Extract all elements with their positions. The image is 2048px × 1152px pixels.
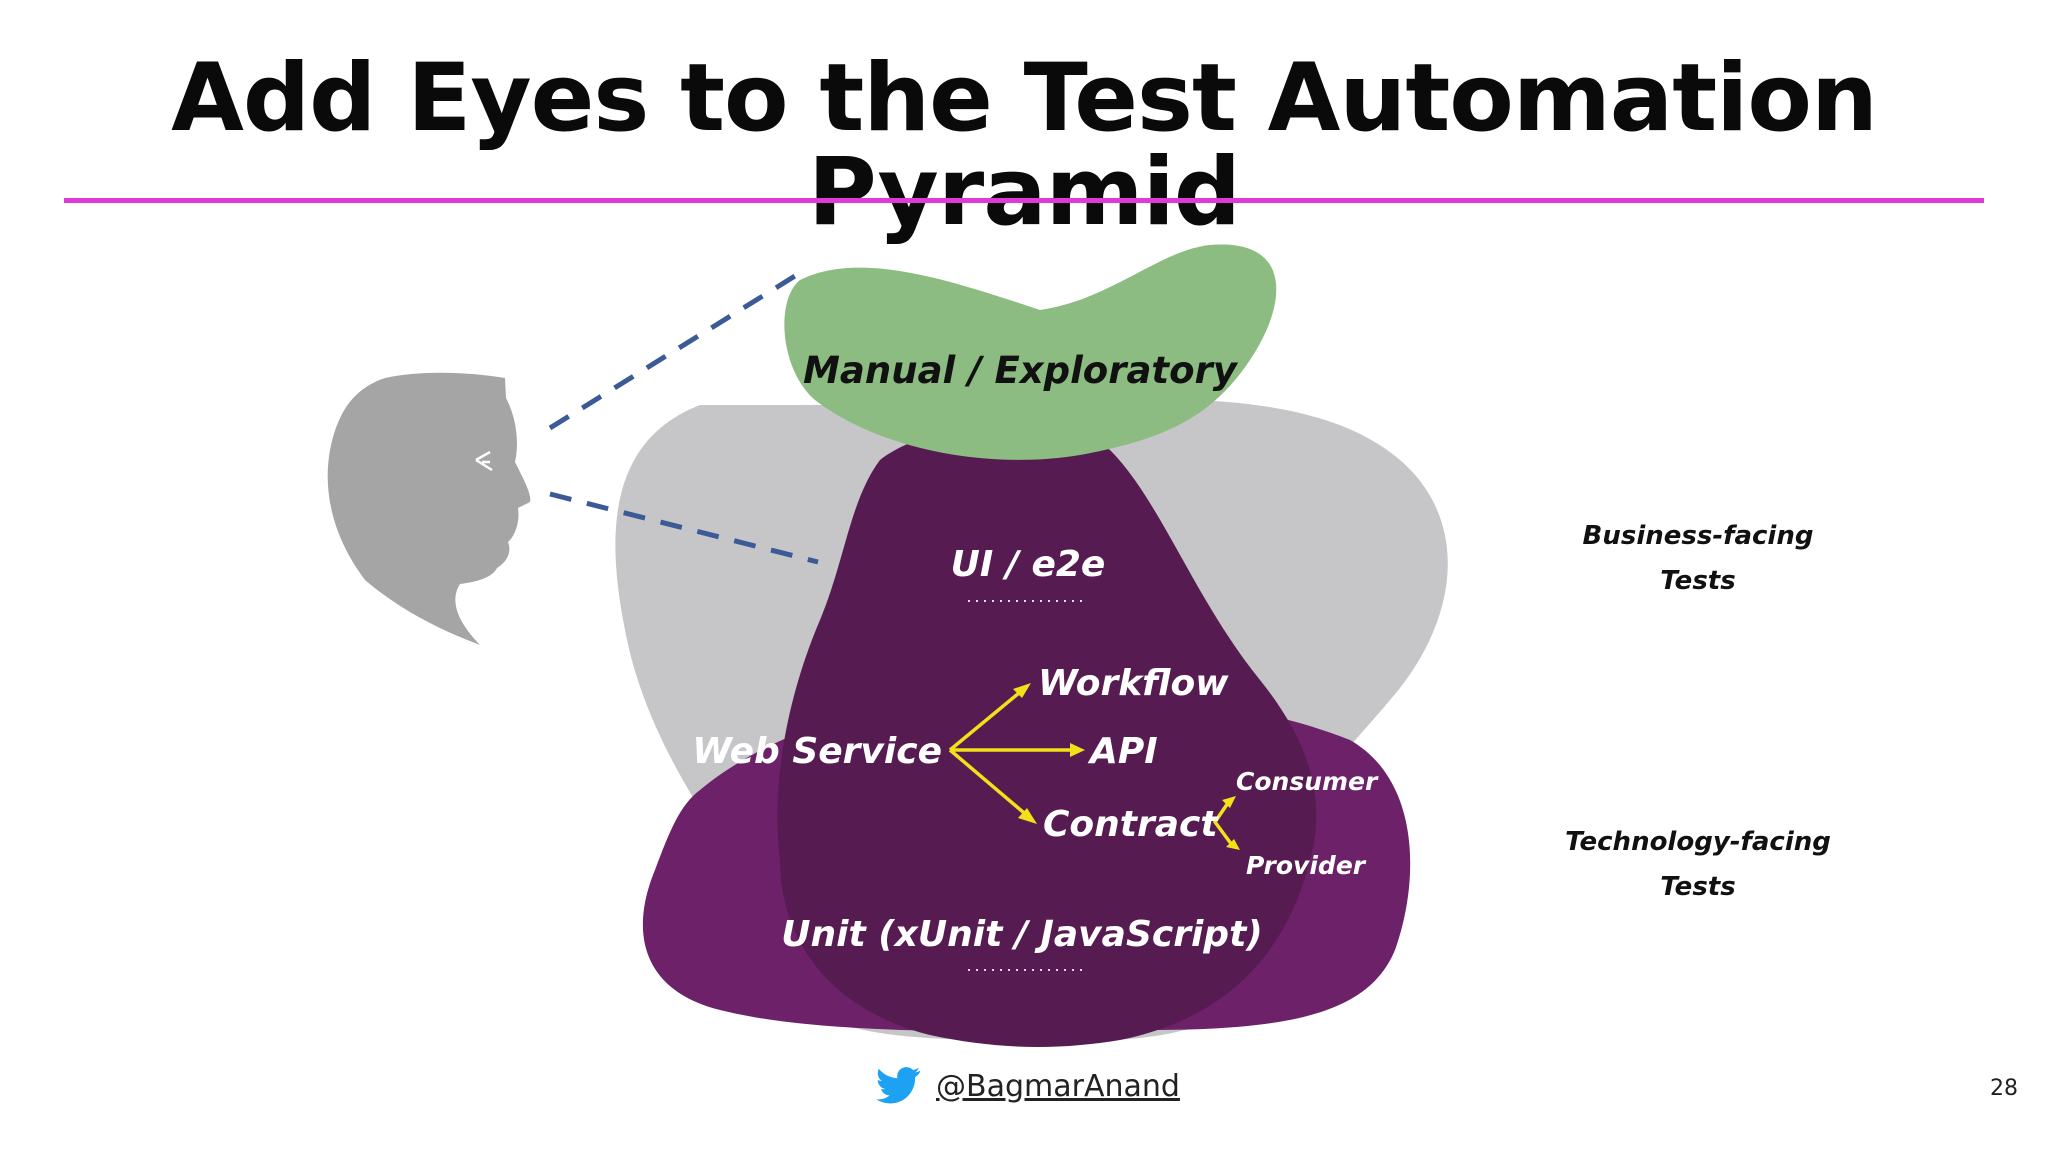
twitter-bird-icon (876, 1067, 921, 1104)
sight-line-lower (549, 491, 819, 565)
contract-label: Contract (1043, 804, 1219, 845)
technology-facing-label: Technology-facing (1565, 827, 1831, 857)
ui-e2e-label: UI / e2e (951, 544, 1106, 585)
slide-number: 28 (1990, 1076, 2018, 1101)
web-service-label: Web Service (692, 731, 942, 772)
twitter-handle-link[interactable]: @BagmarAnand (936, 1068, 1180, 1104)
twitter-handle: @BagmarAnand (876, 1064, 1180, 1108)
api-label: API (1087, 731, 1158, 772)
manual-exploratory-cloud (784, 244, 1277, 460)
head-silhouette-icon (327, 372, 531, 645)
sight-line-upper (548, 273, 797, 431)
technology-facing-tests-label: Tests (1660, 872, 1735, 902)
eye-icon (475, 450, 493, 472)
business-facing-label: Business-facing (1583, 521, 1814, 551)
provider-label: Provider (1246, 851, 1367, 880)
web-service-arrows (948, 686, 1234, 847)
business-facing-tests-label: Tests (1660, 566, 1735, 596)
title-divider (64, 198, 1984, 203)
pyramid-body (777, 424, 1317, 1047)
manual-exploratory-label: Manual / Exploratory (803, 349, 1239, 392)
slide-title: Add Eyes to the Test Automation Pyramid (171, 44, 1878, 247)
unit-label: Unit (xUnit / JavaScript) (781, 914, 1262, 955)
workflow-label: Workflow (1038, 663, 1229, 704)
arrow-heads (1013, 683, 1240, 850)
consumer-label: Consumer (1236, 767, 1379, 796)
